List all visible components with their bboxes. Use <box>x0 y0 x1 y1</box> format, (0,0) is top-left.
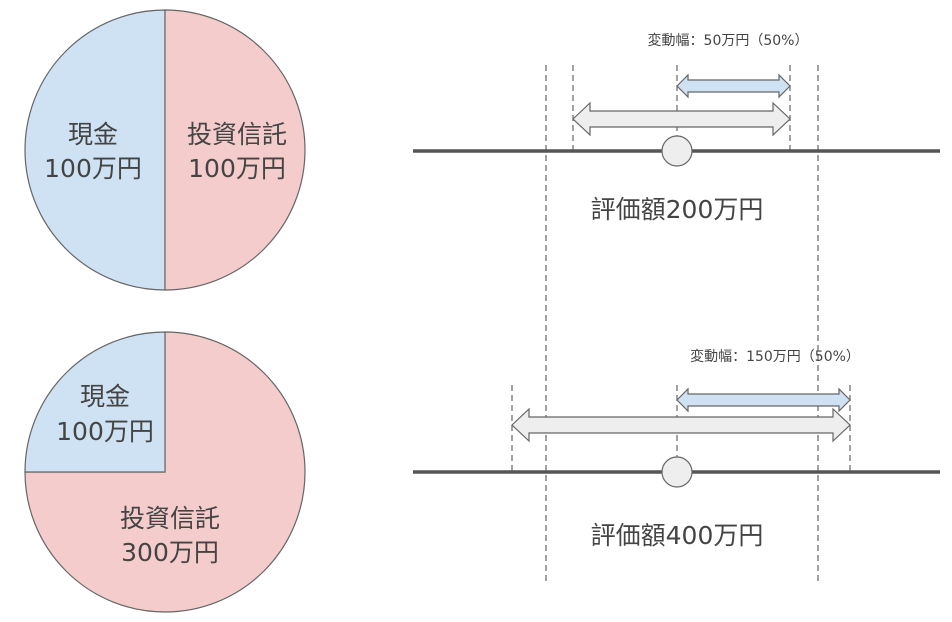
top-pie-cash-slice <box>24 9 166 291</box>
top-fund-label: 投資信託 <box>187 120 287 149</box>
top-valuation-label: 評価額200万円 <box>591 195 764 224</box>
top-cash-value: 100万円 <box>44 154 142 183</box>
top-fund-value: 100万円 <box>188 154 286 183</box>
top-pie-fund-slice <box>164 9 306 291</box>
top-cash-label: 現金 <box>68 120 118 149</box>
bottom-fund-value: 300万円 <box>121 538 219 567</box>
bottom-valuation-label: 評価額400万円 <box>591 521 764 550</box>
bottom-value-marker <box>661 456 693 488</box>
bottom-pie-cash-slice <box>24 331 166 473</box>
top-variation-label: 変動幅：50万円（50%） <box>648 32 809 49</box>
bottom-variation-label: 変動幅：150万円（50%） <box>690 348 860 365</box>
bottom-pie-chart: 現金 100万円 投資信託 300万円 <box>24 331 306 613</box>
bottom-fund-label: 投資信託 <box>120 504 220 533</box>
top-value-marker <box>661 135 693 167</box>
bottom-gray-arrow <box>511 407 851 443</box>
bottom-blue-arrow <box>676 387 851 413</box>
bottom-cash-label: 現金 <box>80 382 130 411</box>
top-blue-arrow <box>676 73 791 99</box>
top-pie-chart: 現金 100万円 投資信託 100万円 <box>24 9 306 291</box>
top-gray-arrow <box>572 101 791 137</box>
bottom-pie-fund-slice <box>24 331 306 613</box>
bottom-cash-value: 100万円 <box>56 417 154 446</box>
